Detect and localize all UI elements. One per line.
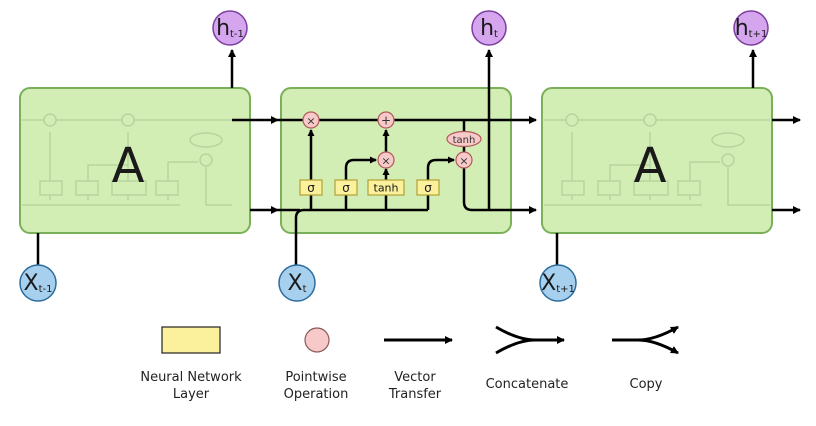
h-t-minus-1-node: ht-1 xyxy=(212,10,248,46)
candidate-layer: tanh xyxy=(367,179,405,196)
svg-text:Xt-1: Xt-1 xyxy=(24,271,53,296)
x-t-plus-1-sub: t+1 xyxy=(556,284,575,295)
input-gate-to-multiply xyxy=(344,156,377,180)
legend-pointwise-symbol xyxy=(304,327,330,353)
right-cell: A xyxy=(541,87,773,234)
legend-vector-label: Vector Transfer xyxy=(388,370,442,402)
x-t-minus-1-node: Xt-1 xyxy=(19,264,57,302)
forget-multiply-op: × xyxy=(302,111,320,129)
legend-concat-symbol xyxy=(495,325,565,355)
svg-text:σ: σ xyxy=(307,181,315,195)
h-t-base: h xyxy=(480,16,494,41)
x-t-plus-1-node: Xt+1 xyxy=(539,264,577,302)
x-t-minus-1-sub: t-1 xyxy=(39,284,53,295)
left-cell-label: A xyxy=(112,138,145,194)
legend-layer-label: Neural Network Layer xyxy=(140,370,242,402)
h-t-plus-1-base: h xyxy=(735,16,749,41)
legend-concat-label: Concatenate xyxy=(485,377,569,392)
h-t-plus-1-sub: t+1 xyxy=(749,29,768,40)
x-t-plus-1-base: X xyxy=(541,271,556,296)
svg-text:ht-1: ht-1 xyxy=(216,16,244,41)
output-gate-to-multiply xyxy=(426,156,455,180)
middle-cell: × + × × tanh σ σ tanh xyxy=(278,49,537,265)
legend-copy-symbol xyxy=(612,325,679,355)
input-multiply-op: × xyxy=(377,151,395,169)
h-t-minus-1-sub: t-1 xyxy=(230,29,244,40)
x-t-node: Xt xyxy=(278,264,316,302)
left-cell-box xyxy=(19,87,251,234)
x-t-sub: t xyxy=(303,284,307,295)
svg-text:×: × xyxy=(381,155,390,168)
input-gate-layer: σ xyxy=(334,179,358,196)
svg-text:σ: σ xyxy=(424,181,432,195)
output-gate-layer: σ xyxy=(416,179,440,196)
output-multiply-to-hidden xyxy=(462,168,537,214)
legend-layer-symbol xyxy=(161,326,221,354)
svg-text:×: × xyxy=(459,155,468,168)
svg-text:×: × xyxy=(306,115,315,128)
right-cell-box xyxy=(541,87,773,234)
svg-text:tanh: tanh xyxy=(453,135,476,146)
svg-text:σ: σ xyxy=(342,181,350,195)
svg-text:ht+1: ht+1 xyxy=(735,16,768,41)
concat-line xyxy=(294,208,428,265)
output-multiply-op: × xyxy=(455,151,473,169)
forget-gate-layer: σ xyxy=(299,179,323,196)
left-cell-faded-internals xyxy=(22,113,232,206)
x-t-minus-1-base: X xyxy=(24,271,39,296)
h-t-node: ht xyxy=(471,10,507,46)
tanh-pointwise-op: tanh xyxy=(446,130,482,148)
x-t-base: X xyxy=(288,271,303,296)
h-t-sub: t xyxy=(494,29,498,40)
svg-text:+: + xyxy=(381,114,391,128)
svg-text:ht: ht xyxy=(480,16,498,41)
middle-cell-box xyxy=(280,87,512,234)
h-t-plus-1-node: ht+1 xyxy=(733,10,769,46)
right-cell-faded-internals xyxy=(544,113,770,206)
left-cell: A xyxy=(19,87,251,234)
svg-text:Xt+1: Xt+1 xyxy=(541,271,575,296)
legend-pointwise-label: Pointwise Operation xyxy=(283,370,349,402)
h-t-minus-1-base: h xyxy=(216,16,230,41)
legend-copy-label: Copy xyxy=(629,377,663,392)
add-op: + xyxy=(377,111,395,129)
svg-text:Xt: Xt xyxy=(288,271,307,296)
right-cell-label: A xyxy=(634,138,667,194)
svg-text:tanh: tanh xyxy=(374,182,399,195)
